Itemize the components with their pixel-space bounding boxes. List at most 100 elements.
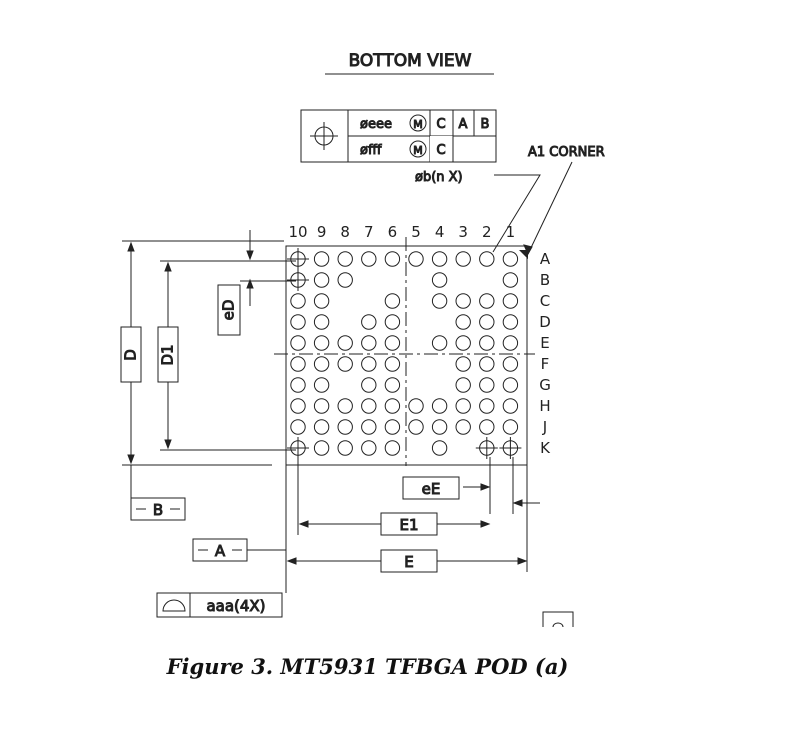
solder-ball (313, 377, 330, 393)
solder-ball (479, 251, 495, 267)
fcf-row1-datum-3: B (481, 117, 490, 132)
row-label: E (540, 334, 549, 352)
solder-ball (361, 335, 377, 351)
row-label: G (539, 376, 551, 394)
solder-ball (384, 398, 401, 414)
solder-ball (384, 293, 401, 309)
solder-ball (479, 335, 495, 351)
solder-ball (361, 251, 377, 267)
solder-ball (337, 272, 353, 288)
dimension-ed: eD (217, 230, 296, 336)
column-label: 5 (411, 223, 421, 241)
bottom-view-title: BOTTOM VIEW (349, 51, 472, 71)
solder-ball (313, 419, 330, 435)
solder-ball (479, 293, 495, 309)
solder-ball (502, 272, 519, 288)
solder-ball (479, 314, 495, 330)
column-label: 4 (435, 223, 445, 241)
solder-ball (502, 314, 519, 330)
profile-label: aaa(4X) (206, 597, 265, 615)
profile-surface-icon (162, 599, 186, 612)
solder-ball (455, 377, 471, 393)
solder-ball (502, 398, 519, 414)
datum-a: A (192, 538, 286, 562)
fcf-row1-datum-2: A (459, 117, 468, 132)
solder-ball (313, 314, 330, 330)
solder-ball (337, 419, 353, 435)
fcf-row1-datum-1: C (436, 117, 445, 132)
solder-ball (408, 419, 424, 435)
dimension-d1: D1 (157, 260, 296, 451)
row-label: D (539, 313, 551, 331)
solder-ball (502, 335, 519, 351)
row-label: F (541, 355, 550, 373)
feature-control-frame: øeee M C A B øfff M C (300, 109, 497, 163)
solder-ball (502, 419, 519, 435)
dimension-e: E (286, 465, 528, 573)
fcf-row2-datum-1: C (436, 143, 445, 158)
column-label: 7 (364, 223, 374, 241)
solder-ball (455, 251, 471, 267)
row-label: H (539, 397, 550, 415)
solder-ball (455, 398, 471, 414)
solder-ball (408, 251, 424, 267)
fcf-row2-value: øfff (360, 143, 382, 158)
position-tolerance-icon (310, 122, 338, 150)
column-label: 1 (506, 223, 516, 241)
solder-ball (290, 314, 306, 330)
solder-ball (337, 440, 353, 456)
solder-ball (384, 377, 401, 393)
column-label: 10 (288, 223, 307, 241)
solder-ball (313, 398, 330, 414)
ball-leader-line (492, 174, 541, 253)
column-label: 2 (482, 223, 492, 241)
solder-ball (290, 293, 306, 309)
solder-ball (479, 398, 495, 414)
solder-ball (455, 314, 471, 330)
fcf-row1-value: øeee (360, 117, 392, 132)
solder-ball (502, 251, 519, 267)
cropped-symbol-box (542, 611, 574, 628)
solder-ball (431, 398, 448, 414)
solder-ball (502, 293, 519, 309)
column-label: 8 (340, 223, 350, 241)
solder-ball (290, 356, 306, 372)
solder-ball (313, 251, 330, 267)
solder-ball (361, 314, 377, 330)
row-label: A (540, 250, 551, 268)
solder-ball (290, 335, 306, 351)
profile-tolerance-frame: aaa(4X) (156, 465, 287, 618)
solder-ball (361, 398, 377, 414)
dimension-d: D (120, 240, 284, 466)
ed-label: eD (220, 300, 238, 321)
solder-ball (479, 419, 495, 435)
solder-ball (337, 251, 353, 267)
ball-grid (287, 248, 522, 459)
solder-ball (361, 356, 377, 372)
solder-ball (290, 419, 306, 435)
e1-label: E1 (399, 516, 418, 534)
solder-ball (384, 419, 401, 435)
solder-ball (455, 293, 471, 309)
solder-ball (313, 293, 330, 309)
solder-ball (455, 419, 471, 435)
solder-ball (431, 440, 448, 456)
solder-ball (337, 335, 353, 351)
solder-ball (361, 377, 377, 393)
ball-diameter-callout: øb(n X) (415, 170, 463, 185)
solder-ball (337, 398, 353, 414)
solder-ball (313, 356, 330, 372)
e-label: E (404, 553, 413, 571)
solder-ball (455, 356, 471, 372)
solder-ball (431, 419, 448, 435)
solder-ball (361, 440, 377, 456)
solder-ball (455, 335, 471, 351)
fcf-row1-modifier: M (413, 118, 423, 131)
solder-ball (384, 314, 401, 330)
solder-ball (361, 419, 377, 435)
row-label: J (542, 418, 547, 436)
